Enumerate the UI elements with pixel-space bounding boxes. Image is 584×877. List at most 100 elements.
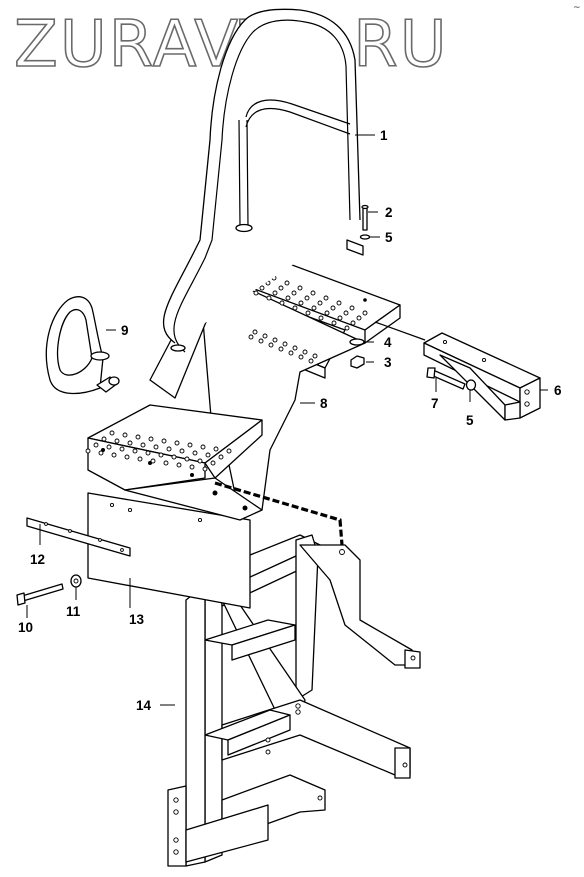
strip-icon <box>26 517 131 557</box>
perforation-hole <box>362 310 368 316</box>
callout-7: 7 <box>431 396 439 411</box>
perforation-hole <box>291 290 297 296</box>
perforation-hole <box>349 305 355 311</box>
perforation-hole <box>297 285 303 291</box>
perforation-hole <box>153 444 159 450</box>
handrail-icon <box>163 8 364 353</box>
grab-handle-icon <box>45 296 120 395</box>
perforation-hole <box>192 450 198 456</box>
perforation-hole <box>262 333 268 339</box>
perforation-hole <box>356 315 362 321</box>
perforation-hole <box>288 350 294 356</box>
perforation-hole <box>150 458 156 464</box>
perforation-hole <box>213 446 219 452</box>
callout-11: 11 <box>66 604 81 619</box>
perforation-hole <box>179 448 185 454</box>
bracket-link-line <box>374 321 426 341</box>
perforation-hole <box>189 464 195 470</box>
perforation-hole <box>106 444 112 450</box>
perforation-hole <box>158 452 164 458</box>
perforation-hole <box>278 346 284 352</box>
perforation-hole <box>344 325 350 331</box>
perforation-hole <box>197 458 203 464</box>
perforation-hole <box>109 430 115 436</box>
perforation-hole <box>272 337 278 343</box>
perforation-hole <box>200 444 206 450</box>
perforation-hole <box>337 315 343 321</box>
screw-2 <box>361 204 369 231</box>
perforation-hole <box>324 310 330 316</box>
washer-4 <box>349 338 365 346</box>
callout-12: 12 <box>30 552 45 567</box>
perforation-hole <box>93 442 99 448</box>
perforation-hole <box>292 345 298 351</box>
perforation-hole <box>298 354 304 360</box>
perforation-hole <box>258 338 264 344</box>
perforation-hole <box>312 353 318 359</box>
callout-13: 13 <box>129 612 145 627</box>
perforation-hole <box>336 300 342 306</box>
callout-8: 8 <box>320 396 328 411</box>
perforation-hole <box>305 310 311 316</box>
perforation-hole <box>187 442 193 448</box>
washer-5-bottom <box>465 379 477 391</box>
perforation-hole <box>311 305 317 311</box>
perforation-hole <box>98 450 104 456</box>
perforation-hole <box>268 342 274 348</box>
perforation-hole <box>114 438 120 444</box>
perforation-hole <box>124 454 130 460</box>
perforation-hole <box>174 440 180 446</box>
perforation-hole <box>304 295 310 301</box>
perforation-hole <box>137 456 143 462</box>
perforation-hole <box>226 448 232 454</box>
connection-line <box>214 481 344 546</box>
perforation-hole <box>202 466 208 472</box>
perforation-hole <box>331 320 337 326</box>
perforation-hole <box>343 310 349 316</box>
perforation-hole <box>259 285 265 291</box>
perforation-hole <box>318 315 324 321</box>
perforation-hole <box>140 442 146 448</box>
callout-10: 10 <box>18 620 33 635</box>
perforation-hole <box>272 290 278 296</box>
perforation-hole <box>298 300 304 306</box>
perforation-hole <box>184 456 190 462</box>
perforation-hole <box>119 446 125 452</box>
perforation-hole <box>310 290 316 296</box>
perforation-hole <box>205 452 211 458</box>
callout-6: 6 <box>554 383 562 398</box>
ladder-frame-icon <box>167 534 421 867</box>
callout-5-top: 5 <box>385 230 393 245</box>
perforation-hole <box>252 329 258 335</box>
perforation-hole <box>218 454 224 460</box>
nut-3 <box>350 355 365 369</box>
perforation-hole <box>266 295 272 301</box>
perforation-hole <box>285 295 291 301</box>
callout-1: 1 <box>380 128 388 143</box>
perforation-hole <box>317 300 323 306</box>
perforation-hole <box>350 320 356 326</box>
perforation-hole <box>122 432 128 438</box>
perforation-hole <box>282 341 288 347</box>
perforation-hole <box>308 358 314 364</box>
perforation-hole <box>248 334 254 340</box>
perforation-hole <box>330 305 336 311</box>
callout-3: 3 <box>384 355 392 370</box>
bolt-7 <box>426 367 466 390</box>
perforation-hole <box>163 460 169 466</box>
perforation-hole <box>292 305 298 311</box>
callout-5-bottom: 5 <box>466 413 474 428</box>
leader-lines <box>26 134 548 706</box>
perforation-hole <box>171 454 177 460</box>
perforation-hole <box>279 300 285 306</box>
perforation-hole <box>135 434 141 440</box>
perforation-hole <box>161 438 167 444</box>
callout-9: 9 <box>121 323 129 338</box>
perforation-hole <box>85 448 91 454</box>
perforation-hole <box>323 295 329 301</box>
perforation-hole <box>166 446 172 452</box>
perforation-hole <box>176 462 182 468</box>
perforation-hole <box>210 460 216 466</box>
bolt-washer-10-11 <box>16 574 82 606</box>
